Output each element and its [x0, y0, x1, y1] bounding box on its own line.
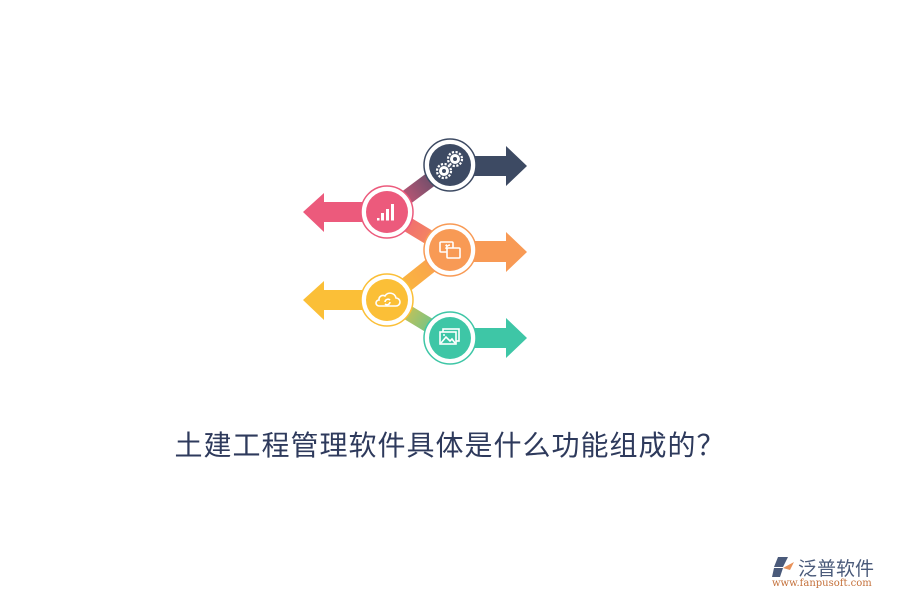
bar-chart-icon [377, 204, 394, 221]
page-title: 土建工程管理软件具体是什么功能组成的？ [174, 429, 726, 462]
screen-cast-icon [439, 241, 461, 259]
image-gallery-icon [439, 328, 460, 345]
step-4-cloud [360, 273, 414, 327]
logo-url[interactable]: www.fanpusoft.com [772, 578, 872, 589]
brand-logo[interactable]: 泛普软件 www.fanpusoft.com [770, 554, 895, 594]
cloud-sync-icon [375, 292, 401, 307]
step-2-chart [360, 185, 414, 239]
logo-mark-icon [772, 557, 794, 577]
step-5-images [423, 311, 477, 365]
logo-name: 泛普软件 [798, 558, 875, 580]
step-1-gears [423, 138, 477, 192]
gears-icon [435, 150, 464, 180]
step-3-screen [423, 223, 477, 277]
